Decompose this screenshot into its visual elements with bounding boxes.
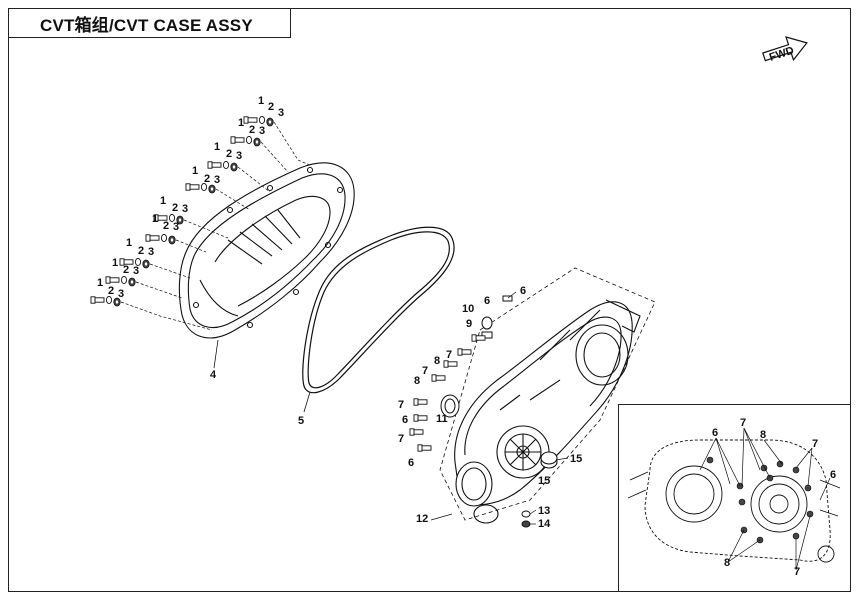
callout-2: 2 <box>108 285 114 297</box>
callout-2: 2 <box>123 264 129 276</box>
callout-9: 9 <box>466 318 472 330</box>
cvt-outer-cover <box>178 162 355 339</box>
inset-leaders <box>699 427 831 571</box>
callout-2: 2 <box>226 148 232 160</box>
callout-1: 1 <box>112 257 118 269</box>
callout-8: 8 <box>414 375 420 387</box>
callout-5: 5 <box>298 415 304 427</box>
callout-6: 6 <box>402 414 408 426</box>
callout-6: 6 <box>408 457 414 469</box>
callout-6: 6 <box>484 295 490 307</box>
gasket <box>302 226 455 394</box>
callout-2: 2 <box>163 220 169 232</box>
callout-1: 1 <box>126 237 132 249</box>
fwd-label: FWD <box>768 45 796 64</box>
callout-2: 2 <box>138 245 144 257</box>
title-box <box>8 8 291 38</box>
callout-3: 3 <box>173 221 179 233</box>
callout-8: 8 <box>760 429 766 441</box>
callout-2: 2 <box>204 173 210 185</box>
callout-8: 8 <box>434 355 440 367</box>
callout-11: 11 <box>436 413 448 425</box>
callout-6: 6 <box>830 469 836 481</box>
callout-15: 15 <box>570 453 582 465</box>
callout-3: 3 <box>214 174 220 186</box>
callout-7: 7 <box>812 438 818 450</box>
callout-3: 3 <box>118 288 124 300</box>
callout-13: 13 <box>538 505 550 517</box>
callout-1: 1 <box>238 117 244 129</box>
callout-1: 1 <box>152 213 158 225</box>
callout-12: 12 <box>416 513 428 525</box>
callout-4: 4 <box>210 369 217 381</box>
callout-2: 2 <box>172 202 178 214</box>
callout-3: 3 <box>133 265 139 277</box>
callout-7: 7 <box>398 433 404 445</box>
inner-case-callouts: 6 6 10 9 7 8 7 8 7 6 11 7 6 15 15 13 14 … <box>398 285 582 530</box>
callout-1: 1 <box>160 195 166 207</box>
breather-parts <box>481 295 513 339</box>
callout-3: 3 <box>236 150 242 162</box>
callout-2: 2 <box>268 101 274 113</box>
fwd-arrow-icon: FWD <box>762 36 808 64</box>
callout-7: 7 <box>446 349 452 361</box>
diagram-title: CVT箱组/CVT CASE ASSY <box>40 16 253 35</box>
callout-7: 7 <box>794 566 800 578</box>
callout-8: 8 <box>724 557 730 569</box>
callout-10: 10 <box>462 303 474 315</box>
callout-15: 15 <box>538 475 550 487</box>
callout-1: 1 <box>97 277 103 289</box>
drawing-frame <box>8 8 851 592</box>
callout-3: 3 <box>182 203 188 215</box>
callout-3: 3 <box>148 246 154 258</box>
callout-1: 1 <box>258 95 264 107</box>
callout-3: 3 <box>278 107 284 119</box>
inset-callouts: 6 7 8 7 6 8 7 <box>712 417 836 578</box>
callout-1: 1 <box>214 141 220 153</box>
detail-inset-frame <box>618 404 851 592</box>
callout-6: 6 <box>712 427 718 439</box>
bolt-callouts: 1 2 3 1 2 3 1 2 3 1 2 3 1 2 3 1 2 3 1 2 … <box>97 95 284 300</box>
inner-case-dashed-outline <box>439 267 656 521</box>
callout-6: 6 <box>520 285 526 297</box>
callout-14: 14 <box>538 518 551 530</box>
cvt-inner-case <box>454 299 641 524</box>
detail-inset-drawing <box>627 439 841 563</box>
callout-3: 3 <box>259 125 265 137</box>
callout-7: 7 <box>740 417 746 429</box>
callout-2: 2 <box>249 124 255 136</box>
drain-bolt <box>521 510 531 528</box>
callout-7: 7 <box>422 365 428 377</box>
inner-case-leaders <box>430 291 569 525</box>
callout-1: 1 <box>192 165 198 177</box>
oil-seal <box>440 394 460 418</box>
callout-7: 7 <box>398 399 404 411</box>
leader-lines <box>120 121 313 331</box>
